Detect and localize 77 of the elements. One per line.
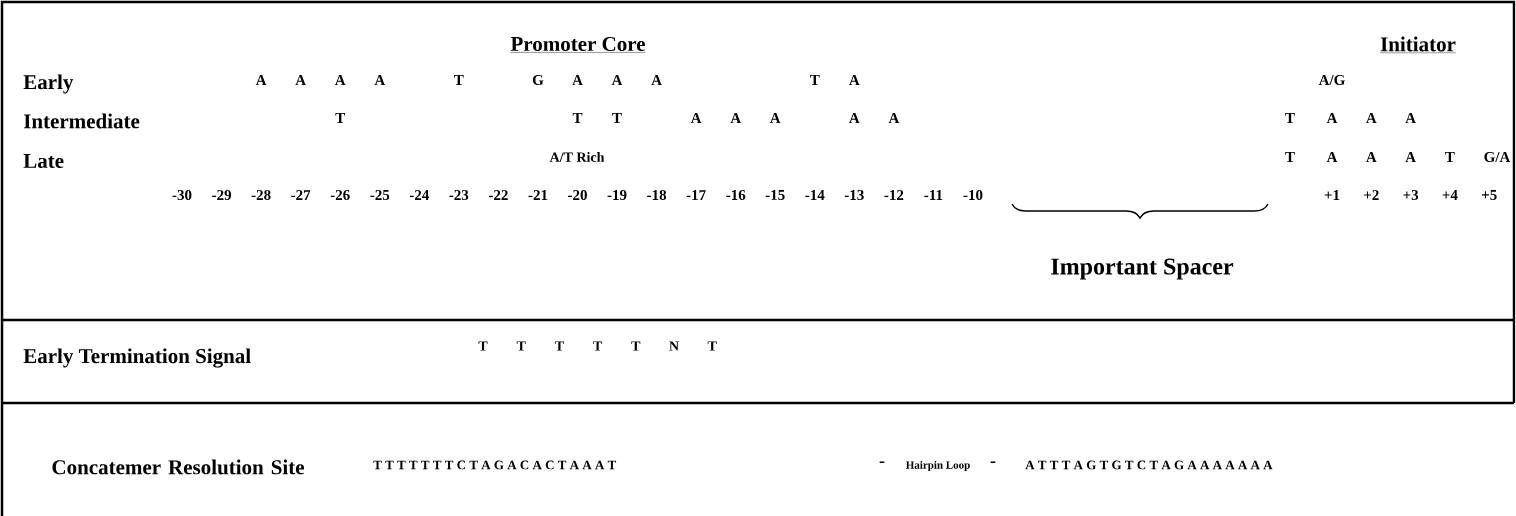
position-number: +2 (1364, 190, 1379, 200)
base-letter: T (631, 341, 641, 351)
position-number: -14 (805, 190, 825, 200)
row-label: Early (23, 74, 74, 94)
position-number: +1 (1324, 190, 1340, 200)
position-number: -27 (291, 190, 311, 200)
position-number: -21 (528, 190, 548, 200)
position-number: -10 (963, 189, 983, 201)
position-number: -16 (726, 189, 746, 201)
base-letter: T (454, 75, 464, 85)
annotation: Hairpin Loop (905, 461, 970, 471)
sequence-text: A T T T A G T G T C T A G A A A A A A A (1025, 460, 1273, 470)
base-letter: T (572, 113, 583, 123)
row-label: Concatemer Resolution Site (52, 459, 304, 475)
position-number: -30 (172, 189, 192, 201)
base-letter: A (849, 75, 860, 85)
base-letter: A (849, 113, 860, 123)
base-letter: A (1326, 152, 1338, 162)
position-number: -18 (647, 189, 667, 201)
position-number: -23 (449, 189, 469, 201)
base-letter: G (532, 74, 544, 86)
position-number: -15 (765, 190, 785, 200)
base-letter: G/A (1484, 151, 1511, 163)
base-letter: T (707, 341, 717, 351)
base-letter: T (1285, 113, 1295, 123)
base-letter: A (1366, 113, 1377, 123)
base-letter: N (669, 341, 679, 351)
position-number: -26 (330, 189, 350, 201)
base-letter: T (810, 75, 820, 85)
base-letter: A (769, 113, 781, 123)
base-letter: A (1405, 152, 1416, 162)
base-letter: T (554, 341, 564, 351)
sequence-text: T T T T T T T C T A G A C A C T A A A T (373, 460, 617, 470)
base-letter: A (1326, 113, 1338, 123)
base-letter: A (888, 113, 900, 123)
base-letter: A (255, 75, 267, 85)
base-letter: A (374, 75, 386, 85)
base-letter: A (295, 75, 306, 85)
base-letter: T (335, 113, 345, 123)
row-label: Intermediate (23, 113, 140, 129)
sequence-text: - (879, 461, 885, 464)
position-number: +5 (1481, 190, 1497, 200)
base-letter: T (516, 341, 526, 351)
base-letter: T (612, 113, 622, 123)
base-letter: A (1366, 152, 1377, 162)
annotation: A/T Rich (549, 152, 605, 162)
base-letter: A/G (1318, 74, 1345, 86)
position-number: +4 (1442, 190, 1458, 200)
base-letter: A (611, 75, 623, 85)
annotation: Important Spacer (1051, 258, 1234, 280)
position-number: -13 (844, 189, 864, 201)
position-number: -22 (488, 190, 508, 200)
position-number: -29 (212, 189, 232, 201)
position-number: -19 (607, 189, 627, 201)
base-letter: T (1285, 152, 1295, 162)
position-number: -20 (568, 189, 587, 201)
base-letter: A (572, 75, 583, 85)
heading: Initiator (1379, 36, 1457, 53)
base-letter: T (1445, 152, 1455, 162)
row-label: Late (23, 154, 64, 168)
base-letter: A (651, 75, 662, 85)
position-number: -11 (924, 190, 943, 200)
row-label: Early Termination Signal (23, 348, 251, 368)
position-number: -28 (251, 189, 271, 201)
position-number: +3 (1403, 189, 1419, 201)
position-number: -24 (409, 190, 429, 200)
base-letter: A (334, 75, 346, 85)
base-letter: T (478, 341, 488, 351)
heading: Promoter Core (510, 36, 646, 53)
base-letter: A (690, 113, 702, 123)
position-number: -12 (884, 190, 904, 200)
base-letter: A (1405, 113, 1416, 123)
sequence-text: - (990, 461, 996, 464)
base-letter: A (730, 113, 741, 123)
position-number: -17 (686, 190, 706, 200)
position-number: -25 (370, 189, 390, 201)
base-letter: T (593, 341, 603, 351)
